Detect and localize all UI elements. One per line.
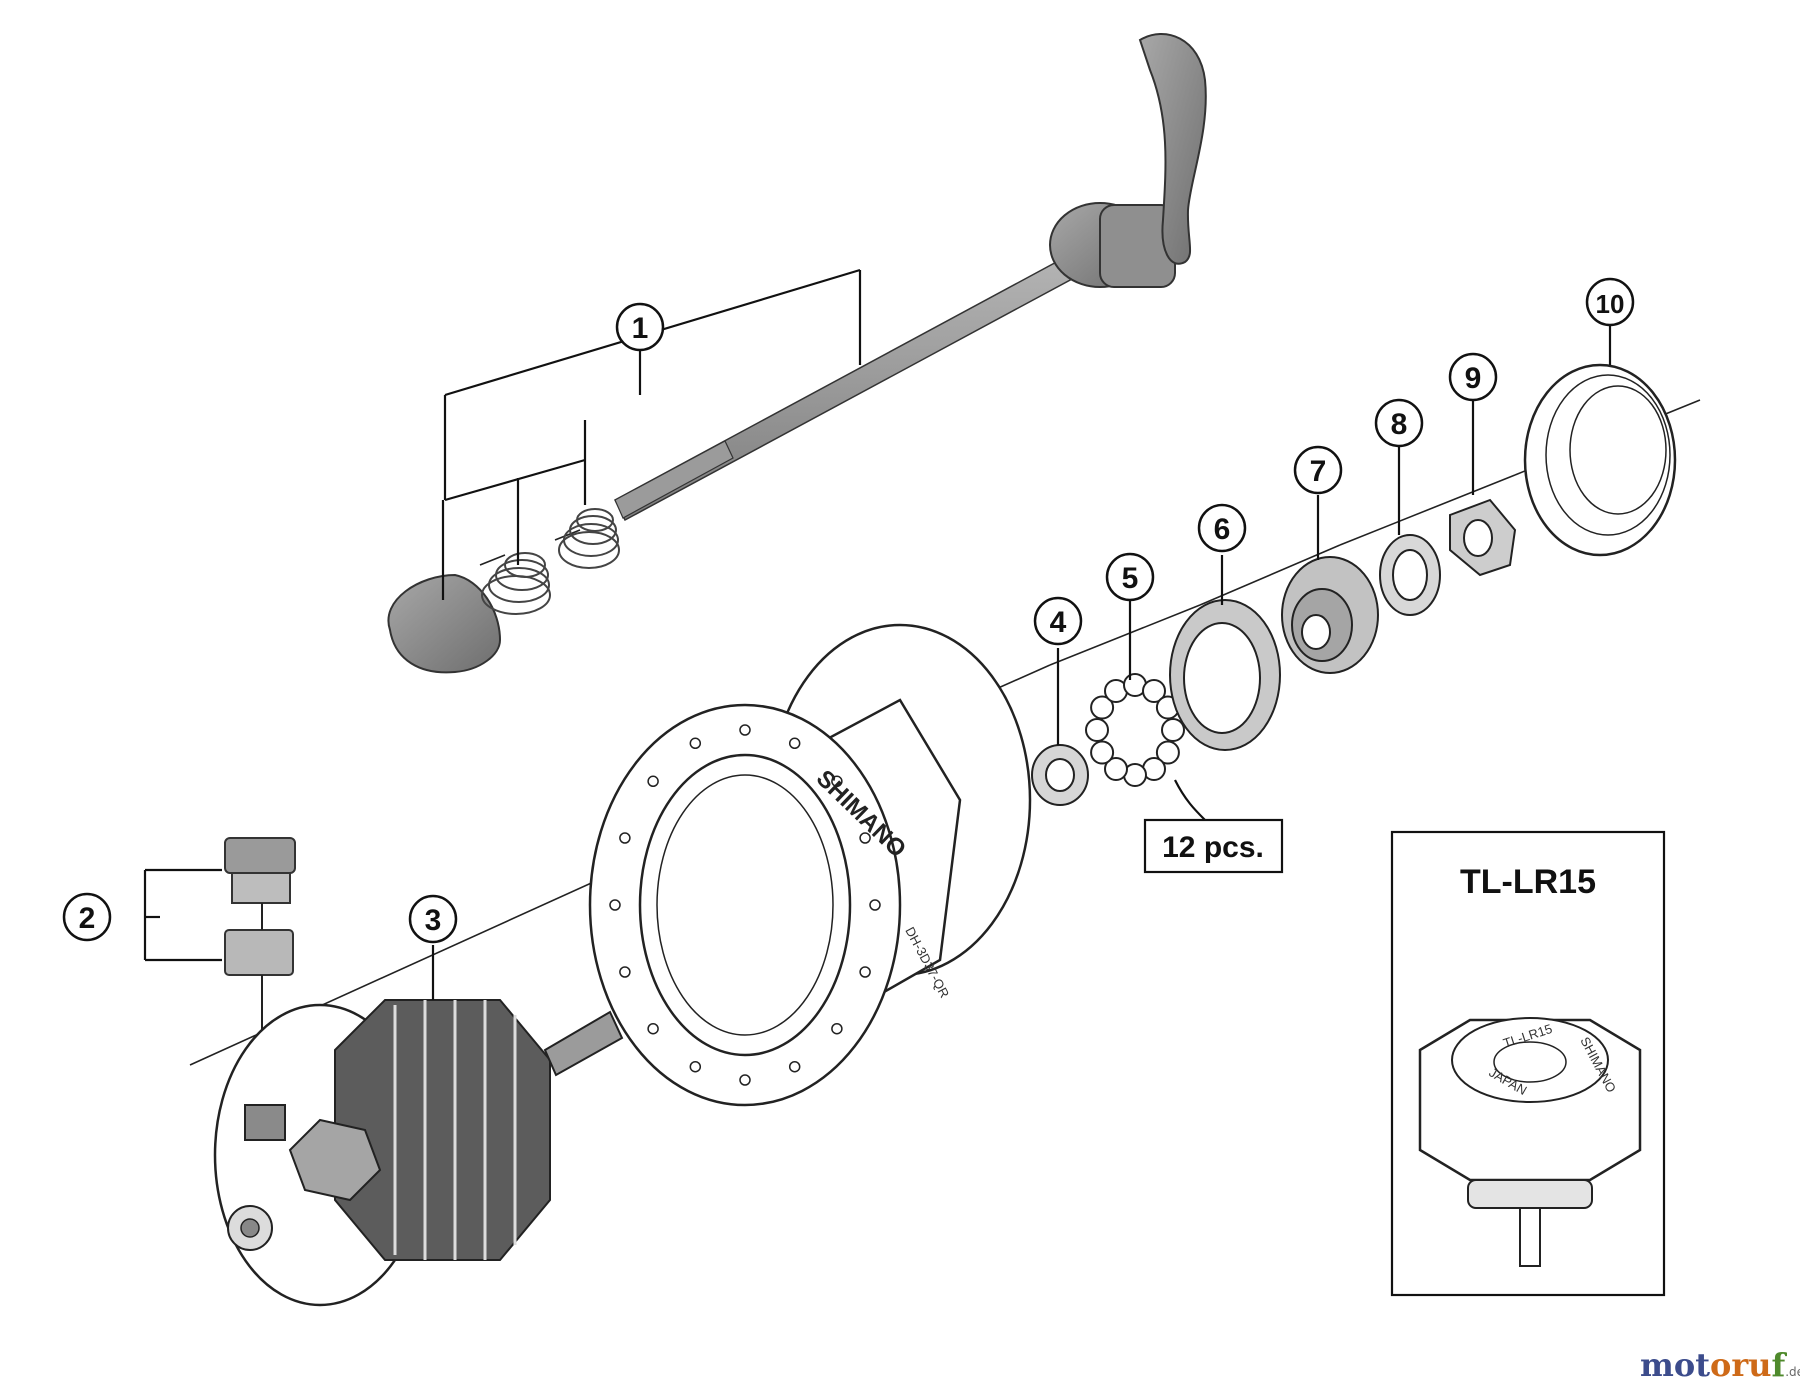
callout-label-10: 10 [1596, 289, 1625, 319]
washer [1379, 534, 1441, 616]
tool-pin [1519, 1207, 1541, 1267]
hub-shell [588, 623, 1032, 1107]
ball-bearing [1155, 740, 1180, 765]
quantity-label: 12 pcs. [1162, 831, 1264, 864]
spoke-hole [619, 966, 631, 978]
spoke-hole [689, 737, 702, 750]
quantity-box [1143, 818, 1284, 874]
ball-bearing [1090, 695, 1115, 720]
watermark-part1: mot [1640, 1346, 1710, 1384]
connector-cover [224, 929, 294, 976]
callout-label-8: 8 [1391, 408, 1408, 441]
callout-10 [1585, 277, 1635, 327]
spoke-hole [869, 899, 881, 911]
seal-ring [1031, 744, 1089, 806]
ball-bearing [1161, 718, 1185, 742]
spoke-hole [647, 1022, 659, 1035]
callout-label-2: 2 [79, 902, 96, 935]
skewer-nut [387, 573, 502, 674]
callout-3 [408, 894, 458, 944]
lock-nut [1449, 498, 1517, 577]
tool-spline-base [1467, 1179, 1593, 1209]
callout-label-6: 6 [1214, 513, 1231, 546]
leader-lines [143, 268, 1612, 1025]
ball-bearing [1142, 679, 1166, 703]
spoke-hole [831, 775, 843, 788]
callout-6 [1197, 503, 1247, 553]
dynamo-stator-coils [334, 999, 551, 1261]
spoke-hole [739, 1074, 751, 1086]
callout-9 [1448, 352, 1498, 402]
skewer-spring-small [558, 508, 620, 569]
callout-label-3: 3 [425, 904, 442, 937]
callout-label-7: 7 [1310, 455, 1327, 488]
skewer-thread [614, 440, 734, 519]
dynamo-connector-socket [244, 1104, 286, 1141]
watermark-suffix: .de [1785, 1365, 1800, 1379]
dynamo-axle-thread [543, 1010, 624, 1077]
spoke-hole [689, 1060, 702, 1073]
quick-release-skewer [387, 32, 1207, 674]
ball-bearing [1085, 718, 1109, 742]
callout-label-9: 9 [1465, 362, 1482, 395]
bearing-cup [1169, 599, 1281, 751]
callout-4 [1033, 596, 1083, 646]
connector-parts [224, 837, 296, 1105]
spoke-hole [788, 737, 801, 750]
connector-plug-base [231, 872, 291, 904]
tool-box-title: TL-LR15 [1460, 863, 1596, 901]
skewer-lever [1138, 32, 1207, 265]
spoke-hole [859, 966, 871, 978]
dynamo-unit [213, 999, 624, 1307]
callout-label-4: 4 [1050, 606, 1067, 639]
watermark-part2: oru [1710, 1346, 1771, 1384]
hub-spoke-holes [609, 724, 881, 1086]
ball-bearings [1085, 673, 1185, 787]
ball-bearing [1090, 740, 1115, 765]
callout-2 [62, 892, 112, 942]
bearing-cone [1281, 556, 1379, 674]
skewer-spring-large [481, 552, 551, 615]
dust-cap [1523, 363, 1677, 557]
lockring-tool: TL-LR15 JAPAN SHIMANO [1418, 1017, 1642, 1267]
spoke-hole [739, 724, 751, 736]
callout-label-1: 1 [632, 312, 649, 345]
spoke-hole [619, 832, 631, 844]
watermark-part3: f [1771, 1346, 1787, 1384]
spoke-hole [788, 1060, 801, 1073]
spoke-hole [831, 1022, 843, 1035]
callout-8 [1374, 398, 1424, 448]
ball-bearing [1104, 757, 1128, 781]
callout-label-5: 5 [1122, 562, 1139, 595]
spoke-hole [647, 775, 659, 788]
spoke-hole [609, 899, 621, 911]
callout-5 [1105, 552, 1155, 602]
connector-plug [224, 837, 296, 874]
dynamo-hex-nut [288, 1118, 382, 1202]
callout-7 [1293, 445, 1343, 495]
svg-text:motoruf.de: motoruf.de [1640, 1346, 1800, 1384]
callout-1 [615, 302, 665, 352]
spoke-hole [859, 832, 871, 844]
watermark: motoruf.de [1640, 1346, 1800, 1384]
hub-shell-bore-inner [656, 774, 834, 1036]
